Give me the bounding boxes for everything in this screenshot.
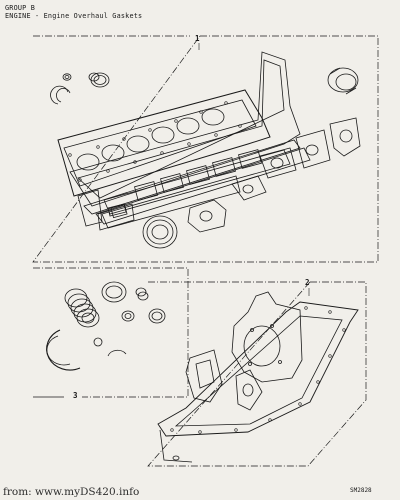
timing-cover-gasket [231,291,303,383]
group-3-seals [46,281,166,371]
flange-gaskets [187,117,361,233]
small-seal-rings [50,72,110,105]
callout-2: 2 [305,278,310,287]
cam-cover-gasket [69,51,311,225]
oil-pump-gasket [235,369,263,411]
manifold-gasket [101,149,291,229]
sump-gasket [157,301,359,463]
group-3-outline [33,267,189,398]
page-title: ENGINE - Engine Overhaul Gaskets [5,12,143,20]
group-label: GROUP B [5,4,36,12]
group-2-outline [147,281,367,467]
thermostat-gasket [142,215,178,249]
drawing-reference: SM2828 [350,487,372,494]
cylinder-head-gasket [57,89,271,197]
group-1-outline [32,35,379,263]
source-watermark: from: www.myDS420.info [3,486,140,498]
callout-3: 3 [73,391,78,400]
callout-1: 1 [195,34,200,43]
front-cover-gasket [185,349,223,403]
inlet-manifold-gasket [77,189,135,231]
crankshaft-seal [327,67,359,95]
